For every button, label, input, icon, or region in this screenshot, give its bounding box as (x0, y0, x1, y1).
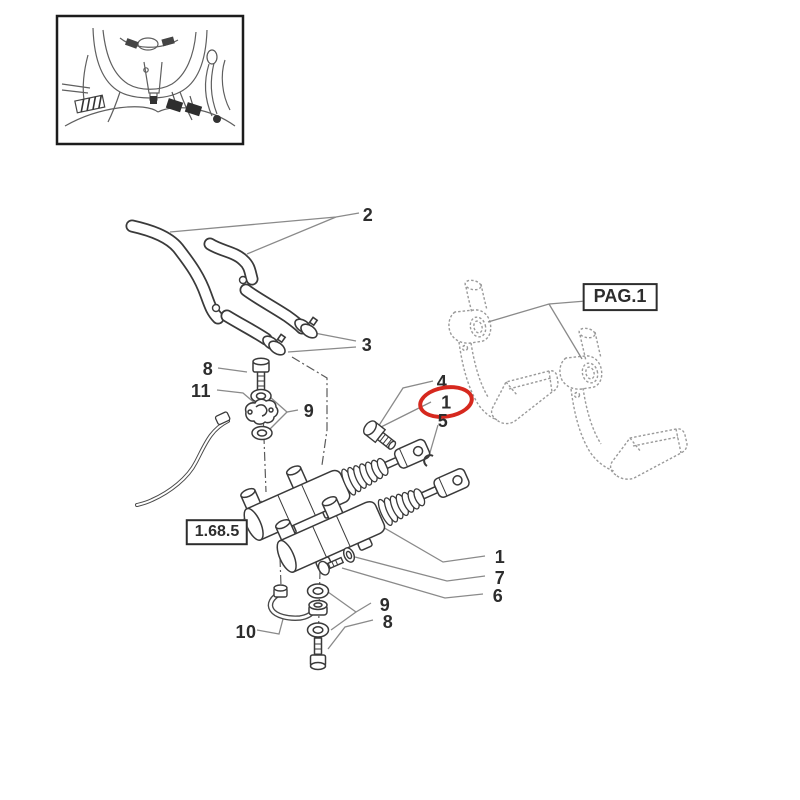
callout-2: 2 (362, 205, 374, 225)
hose-lower-left (222, 311, 271, 344)
pedal-right-pad (609, 428, 688, 480)
inset-thumbnail (55, 14, 245, 146)
inset-pedals (165, 91, 203, 117)
cylinder-body (245, 469, 351, 541)
pedal-left-pad (490, 370, 559, 425)
clevis-end (393, 438, 431, 469)
clip-bracket (244, 398, 279, 425)
callout-3: 3 (361, 335, 373, 355)
callout-8-bottom: 8 (382, 612, 394, 632)
hose-nipple (211, 303, 221, 313)
bolt-bottom (309, 637, 327, 671)
page-ref-link[interactable]: PAG.1 (582, 283, 658, 311)
washer-top-lower (251, 425, 273, 441)
feed-tube (135, 411, 231, 507)
pipe-elbow (267, 584, 316, 621)
master-cylinder-front (274, 467, 470, 573)
snap-ring (423, 454, 434, 467)
inset-clutch-pedal (74, 94, 106, 114)
banjo-bolt (362, 420, 397, 450)
callout-9-bottom: 9 (379, 595, 391, 615)
leader-lines (169, 212, 587, 650)
bellows-boot (377, 488, 426, 526)
hose-long (127, 221, 223, 323)
hose-clamp (262, 333, 287, 356)
hose-lower-right (241, 285, 307, 333)
washer-bottom-upper (306, 583, 330, 599)
bellows-boot (341, 457, 389, 496)
section-ref-link[interactable]: 1.68.5 (185, 519, 249, 545)
callout-6: 6 (492, 586, 504, 606)
hose-nipple (238, 275, 248, 285)
callout-5: 5 (437, 411, 449, 431)
callout-10: 10 (235, 622, 257, 642)
callout-9-top: 9 (303, 401, 315, 421)
washer-side (342, 547, 356, 563)
hose-clamp (294, 316, 319, 339)
pipe-eye (308, 599, 328, 616)
tube-fitting (214, 411, 231, 426)
pedal-right (559, 327, 688, 480)
callout-7: 7 (494, 568, 506, 588)
callout-1-bottom: 1 (494, 547, 506, 567)
cylinder-body (278, 500, 386, 573)
master-cylinder-rear (240, 438, 431, 541)
inset-steering-column (143, 61, 163, 104)
inset-hand-lever (205, 49, 221, 123)
pedal-left (448, 279, 559, 425)
bolt-side (317, 556, 345, 576)
hose-short-upper (205, 239, 257, 284)
highlighted-part-number: 1 (440, 392, 452, 413)
callout-11: 11 (190, 381, 212, 401)
washer-top-upper (250, 388, 272, 404)
washer-bottom-lower (306, 622, 330, 638)
callout-8-top: 8 (202, 359, 214, 379)
bolt-top (252, 357, 270, 395)
hose-group (125, 219, 319, 356)
cab-sketch (61, 27, 236, 127)
callout-4: 4 (436, 372, 448, 392)
clevis-end (433, 467, 470, 498)
